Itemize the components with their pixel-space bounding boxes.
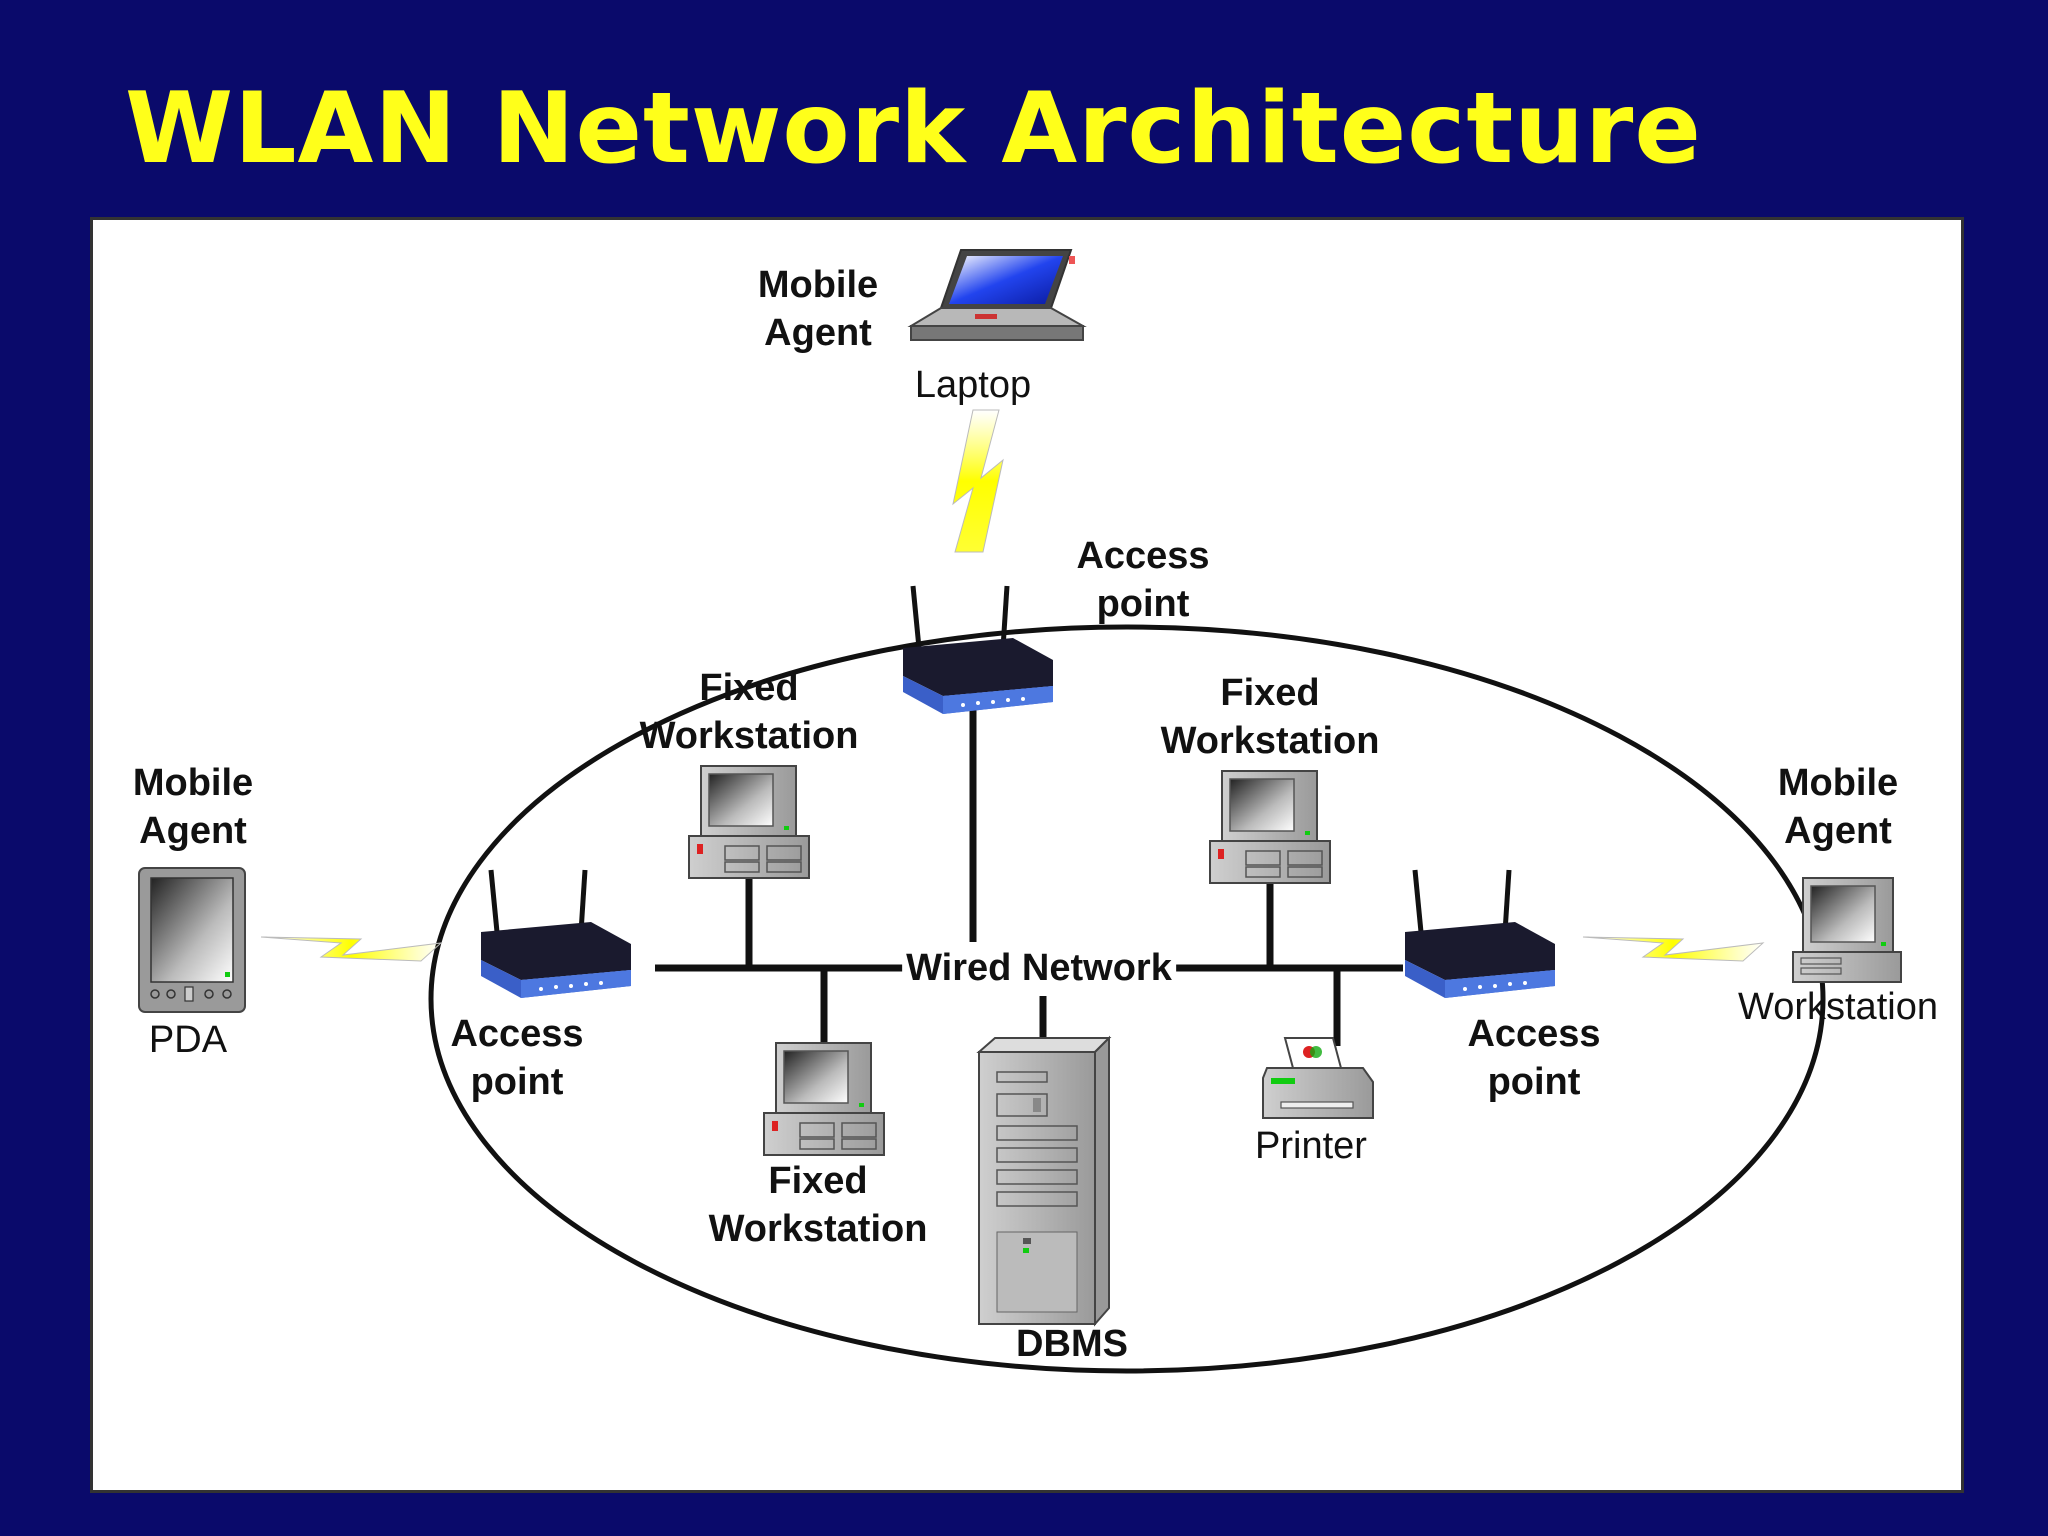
access-point-right-label: Access point (1467, 1013, 1601, 1103)
printer-label: Printer (1255, 1125, 1367, 1167)
fixed-workstation-1-label: Fixed Workstation (639, 667, 859, 757)
printer-icon (1262, 1037, 1374, 1119)
access-point-right-icon (1405, 870, 1555, 998)
laptop-label: Laptop (914, 364, 1032, 406)
wired-network-label: Wired Network (902, 944, 1176, 992)
wireless-link-laptop (952, 409, 1004, 553)
access-point-top-icon (903, 586, 1053, 714)
wireless-link-pda (260, 936, 442, 962)
mobile-agent-laptop-label: Mobile Agent (757, 264, 879, 354)
mobile-workstation-label: Workstation (1738, 986, 1938, 1028)
laptop-icon (907, 249, 1087, 341)
mobile-agent-workstation-role-label: Mobile Agent (1777, 762, 1899, 852)
wireless-link-workstation (1582, 936, 1764, 962)
pda-label: PDA (148, 1019, 228, 1061)
access-point-left-label: Access point (450, 1013, 584, 1103)
dbms-server-icon (976, 1035, 1112, 1327)
network-diagram (138, 249, 1902, 1374)
fixed-workstation-2-label: Fixed Workstation (1160, 672, 1380, 762)
network-boundary (428, 624, 1826, 1374)
pda-icon (138, 867, 246, 1013)
slide-title: WLAN Network Architecture (125, 72, 1702, 186)
diagram-panel: Mobile Agent Laptop Access point Fixed W… (90, 217, 1964, 1493)
dbms-label: DBMS (1016, 1323, 1128, 1365)
fixed-workstation-1-icon (688, 765, 810, 879)
mobile-agent-pda-role-label: Mobile Agent (132, 762, 254, 852)
fixed-workstation-2-icon (1209, 770, 1331, 884)
access-point-top-label: Access point (1076, 535, 1210, 625)
access-point-left-icon (481, 870, 631, 998)
fixed-workstation-3-icon (763, 1042, 885, 1156)
fixed-workstation-3-label: Fixed Workstation (708, 1160, 928, 1250)
mobile-workstation-icon (1792, 877, 1902, 983)
